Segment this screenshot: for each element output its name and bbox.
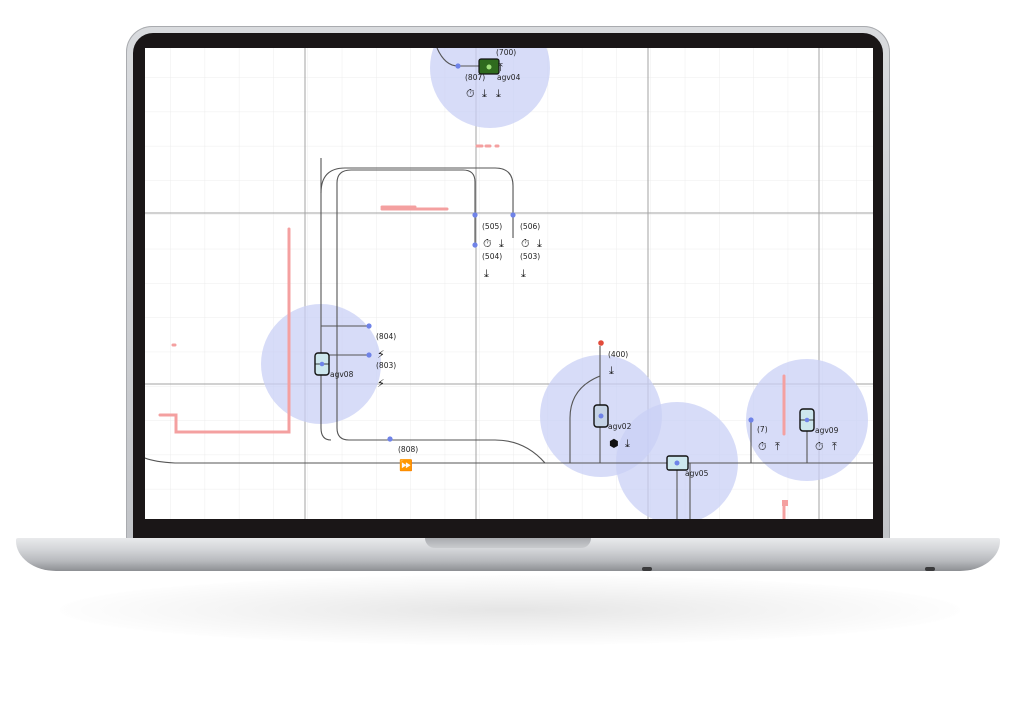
svg-text:agv05: agv05 xyxy=(685,469,709,478)
zone-agv04 xyxy=(430,48,550,128)
station-labels: (700) (807) (505) (506) (504) (503) (804… xyxy=(376,48,768,454)
fleet-map-screen[interactable]: agv04 agv08 agv02 agv05 agv09 (700) (807… xyxy=(145,48,873,519)
charge-icon: ⚡ xyxy=(377,348,385,361)
svg-text:(400): (400) xyxy=(608,350,628,359)
svg-text:agv09: agv09 xyxy=(815,426,839,435)
fleet-map[interactable]: agv04 agv08 agv02 agv05 agv09 (700) (807… xyxy=(145,48,873,519)
load-icon: ⤓ xyxy=(496,87,501,100)
svg-text:(807): (807) xyxy=(465,73,485,82)
svg-text:(505): (505) xyxy=(482,222,502,231)
unload-icon: ⤒ xyxy=(498,61,503,74)
laptop-shadow xyxy=(60,575,960,645)
load-icon: ⤓ xyxy=(521,267,526,280)
laptop-notch xyxy=(425,538,591,548)
svg-text:(503): (503) xyxy=(520,252,540,261)
agv-agv05[interactable]: agv05 xyxy=(666,455,709,478)
load-icon: ⤓ xyxy=(499,237,504,250)
agv-agv09[interactable]: agv09 xyxy=(799,408,839,435)
svg-text:agv02: agv02 xyxy=(608,422,632,431)
svg-text:agv08: agv08 xyxy=(330,370,354,379)
svg-text:(506): (506) xyxy=(520,222,540,231)
svg-text:(804): (804) xyxy=(376,332,396,341)
svg-text:(803): (803) xyxy=(376,361,396,370)
agv-agv04[interactable]: agv04 xyxy=(478,58,521,82)
svg-text:(700): (700) xyxy=(496,48,516,57)
station-icons[interactable]: ⤒ ⏱ ⤓ ⤓ ⏱ ⤓ ⏱ ⤓ ⤓ ⤓ ⚡ ⚡ ⤓ ⬢ ⤓ ⏩ ⏱ ⤒ ⏱ ⤒ xyxy=(377,61,837,472)
agv-agv02[interactable]: agv02 xyxy=(593,404,632,431)
charge-icon: ⚡ xyxy=(377,377,385,390)
load-icon: ⤓ xyxy=(625,437,630,450)
timer-icon: ⏱ xyxy=(815,440,824,453)
agv-agv08[interactable]: agv08 xyxy=(314,352,354,379)
agv-paths xyxy=(145,48,873,519)
svg-text:(7): (7) xyxy=(757,425,768,434)
timer-icon: ⏱ xyxy=(466,87,475,100)
svg-text:agv04: agv04 xyxy=(497,73,521,82)
timer-icon: ⏱ xyxy=(483,237,492,250)
stop-node[interactable] xyxy=(598,340,604,346)
load-icon: ⤓ xyxy=(484,267,489,280)
load-icon: ⤓ xyxy=(482,87,487,100)
timer-icon: ⏱ xyxy=(758,440,767,453)
laptop-foot xyxy=(925,567,935,571)
timer-icon: ⏱ xyxy=(521,237,530,250)
load-icon: ⤓ xyxy=(537,237,542,250)
unload-icon: ⤒ xyxy=(775,440,780,453)
package-icon: ⬢ xyxy=(609,437,619,450)
svg-text:(808): (808) xyxy=(398,445,418,454)
obstacle-marker xyxy=(782,500,788,506)
unload-icon: ⤒ xyxy=(832,440,837,453)
obstacles xyxy=(158,144,786,519)
load-icon: ⤓ xyxy=(609,364,614,377)
laptop-foot xyxy=(642,567,652,571)
fast-forward-icon: ⏩ xyxy=(399,459,413,472)
svg-text:(504): (504) xyxy=(482,252,502,261)
